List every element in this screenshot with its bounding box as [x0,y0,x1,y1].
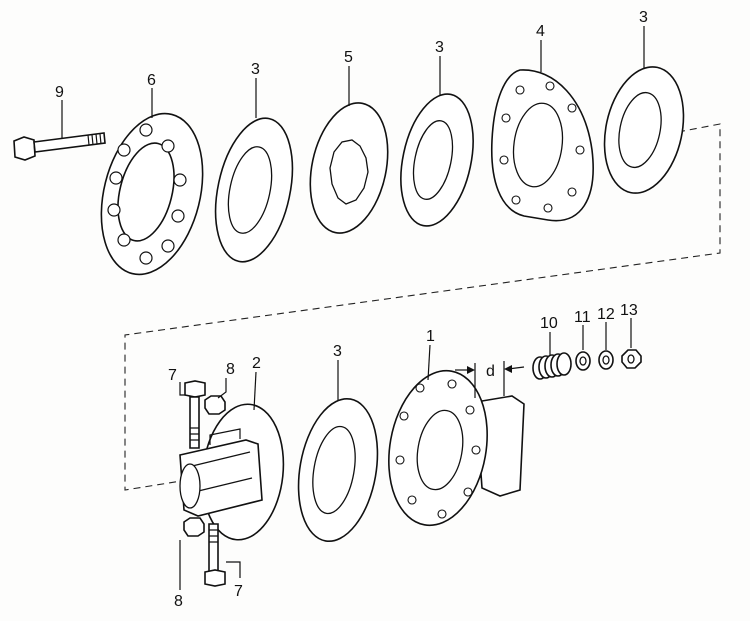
label-d: d [486,363,495,380]
label-3-b: 3 [435,39,444,56]
assembly-dashed-line [124,123,721,491]
part-6-plate [100,112,204,276]
label-12: 12 [597,306,615,323]
leader-lines [61,26,645,590]
part-5-splined-ring [309,102,389,234]
label-3-c: 3 [639,9,648,26]
part-3-friction-disc-d [297,397,379,543]
part-7-bolt-upper [184,380,206,449]
part-4-flange-plate [490,69,594,222]
part-labels: 9 6 3 5 3 4 3 7 8 2 3 1 d 10 11 12 13 8 … [55,9,648,610]
label-3-a: 3 [251,61,260,78]
part-12-washer [598,350,614,370]
label-11: 11 [574,309,591,326]
label-3-d: 3 [333,343,342,360]
label-2: 2 [252,355,261,372]
label-10: 10 [540,315,558,332]
label-8-lower: 8 [174,593,183,610]
label-5: 5 [344,49,353,66]
part-11-washer [575,351,591,371]
label-4: 4 [536,23,545,40]
part-8-nut-upper [204,395,226,415]
part-7-bolt-lower [204,523,226,587]
part-13-nut [621,349,642,369]
part-10-spring [532,352,572,380]
part-3-friction-disc-a [214,117,294,263]
part-1-yoke-flange [388,369,525,527]
part-2-hub [179,403,285,541]
label-7-upper: 7 [168,367,177,384]
part-9-bolt [13,132,106,161]
part-3-friction-disc-b [400,93,474,227]
label-7-lower: 7 [234,583,243,600]
part-3-friction-disc-c [603,66,685,194]
part-8-nut-lower [183,517,205,537]
label-6: 6 [147,72,156,89]
dimension-d-marker [455,361,525,398]
label-8-upper: 8 [226,361,235,378]
label-1: 1 [426,328,435,345]
label-9: 9 [55,84,64,101]
label-13: 13 [620,302,638,319]
